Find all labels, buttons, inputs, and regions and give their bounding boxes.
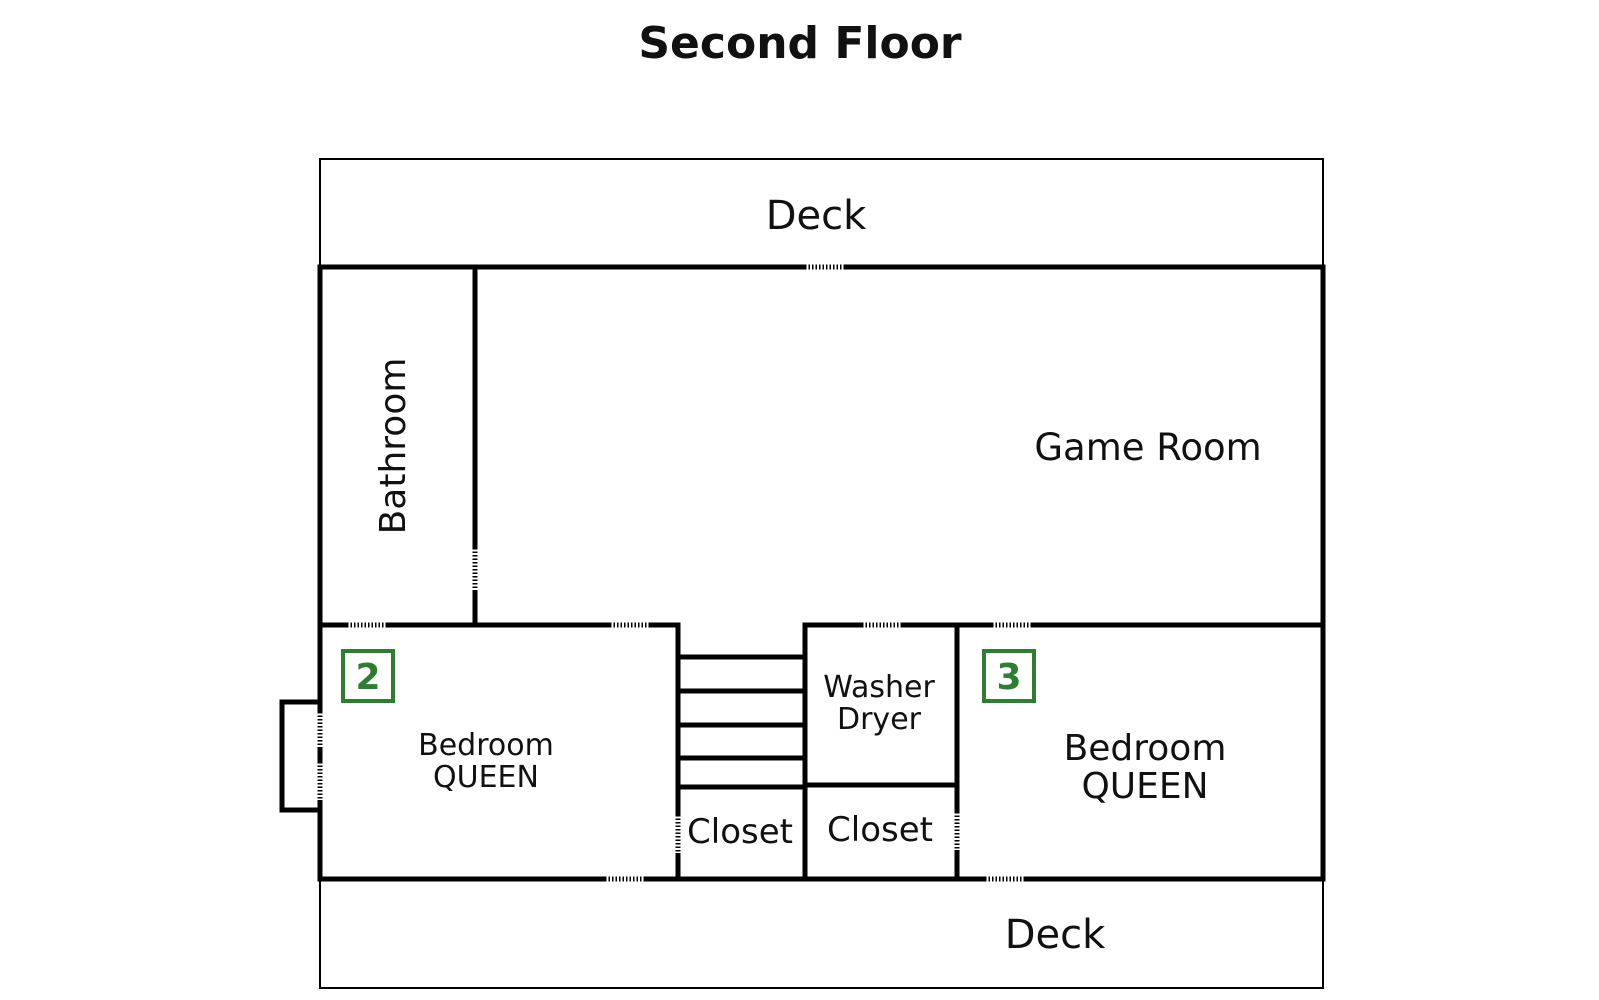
floor-title: Second Floor [638,18,962,69]
closet-left-label: Closet [687,812,793,852]
badge-2-number: 2 [355,657,380,698]
game-room-label: Game Room [1034,426,1261,469]
badge-bedroom-2: 2 [341,649,395,703]
deck-bottom-outline [319,877,1324,989]
bay-window [279,699,323,813]
washer-label: Washer [823,670,935,705]
bathroom-label: Bathroom [373,358,414,535]
bedroom-left-label: Bedroom [418,728,554,763]
badge-2-box [341,649,395,703]
bedroom-right-label: Bedroom [1064,728,1227,769]
stairs [675,654,808,761]
bedroom-right-size: QUEEN [1081,766,1208,807]
deck-top-label: Deck [766,193,867,239]
closet-right-label: Closet [827,810,933,850]
deck-bottom-label: Deck [1005,912,1106,958]
bedroom-left-size: QUEEN [433,760,539,795]
dryer-label: Dryer [837,702,922,737]
door-openings [316,263,1032,883]
badge-bedroom-3: 3 [982,649,1036,703]
badge-3-box [982,649,1036,703]
badge-3-number: 3 [996,657,1021,698]
